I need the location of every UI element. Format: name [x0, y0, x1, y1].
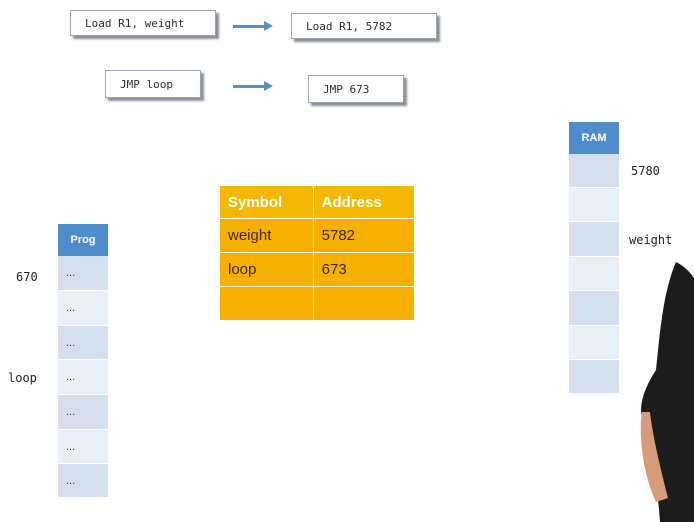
ram-cell	[569, 188, 619, 222]
instruction-after-1-text: Load R1, 5782	[306, 19, 393, 33]
header-symbol: Symbol	[220, 186, 314, 219]
address-cell: 5782	[313, 218, 414, 253]
prog-cell: ...	[58, 360, 108, 395]
table-row	[220, 286, 414, 320]
ram-header: RAM	[569, 122, 619, 154]
table-row: loop 673	[220, 252, 414, 287]
address-cell: 673	[313, 252, 414, 287]
symbol-cell: loop	[220, 252, 314, 287]
ram-cell	[569, 222, 619, 257]
ram-cell	[569, 360, 619, 394]
symbol-table-header: Symbol Address	[220, 186, 414, 219]
ram-cell	[569, 291, 619, 326]
ram-cell	[569, 154, 619, 188]
symbol-table: Symbol Address weight 5782 loop 673	[220, 186, 414, 320]
prog-cell: ...	[58, 291, 108, 326]
ram-cell	[569, 326, 619, 360]
ram-weight-label: weight	[629, 233, 673, 247]
instruction-before-2: JMP loop	[105, 70, 201, 98]
arrow-right-icon	[233, 21, 273, 31]
instruction-after-1: Load R1, 5782	[291, 13, 437, 39]
prog-header: Prog	[58, 224, 108, 256]
arrow-right-icon	[233, 81, 273, 91]
symbol-cell: weight	[220, 218, 314, 253]
prog-cell: ...	[58, 464, 108, 498]
prog-cell: ...	[58, 256, 108, 291]
prog-memory: Prog ... ... ... ... ... ... ...	[58, 224, 108, 498]
ram-cell	[569, 257, 619, 291]
instruction-after-2: JMP 673	[308, 75, 404, 103]
table-row: weight 5782	[220, 218, 414, 253]
prog-cell: ...	[58, 395, 108, 430]
prog-loop-label: loop	[8, 371, 37, 385]
presenter-figure	[640, 262, 694, 522]
instruction-before-2-text: JMP loop	[120, 77, 173, 91]
instruction-before-1: Load R1, weight	[70, 10, 216, 36]
ram-address-label: 5780	[631, 164, 660, 178]
prog-cell: ...	[58, 430, 108, 464]
prog-cell: ...	[58, 326, 108, 360]
symbol-cell	[220, 286, 314, 320]
instruction-before-1-text: Load R1, weight	[85, 16, 185, 30]
prog-address-label: 670	[16, 270, 38, 284]
address-cell	[313, 286, 414, 320]
header-address: Address	[313, 186, 414, 219]
instruction-after-2-text: JMP 673	[323, 82, 370, 96]
ram-memory: RAM	[569, 122, 619, 394]
